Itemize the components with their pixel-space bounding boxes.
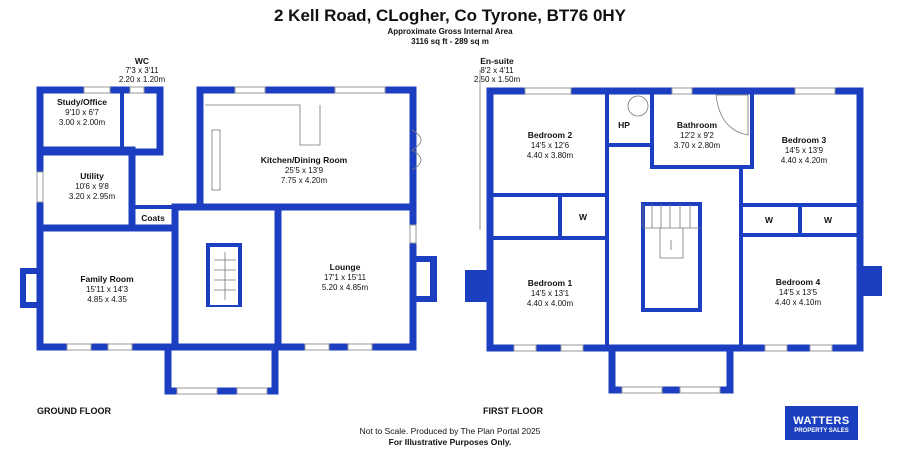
- room-dim: 4.40 x 4.00m: [527, 299, 574, 308]
- first-floor-plan: [465, 70, 882, 394]
- room-dim: 14'5 x 13'9: [785, 146, 824, 155]
- staircase: [211, 129, 221, 191]
- room-name: Bedroom 3: [782, 135, 827, 145]
- room-dim: 4.40 x 4.10m: [775, 298, 822, 307]
- watters-logo: WATTERS PROPERTY SALES: [785, 406, 858, 440]
- disclaimer: Not to Scale. Produced by The Plan Porta…: [359, 426, 541, 436]
- room-name: Bedroom 2: [528, 130, 573, 140]
- cylinder: [627, 95, 649, 117]
- room-dim: 2.50 x 1.50m: [474, 75, 521, 84]
- room-dim: 15'11 x 14'3: [86, 285, 129, 294]
- ground-floor-label: GROUND FLOOR: [37, 406, 111, 416]
- corner-bath: [715, 94, 749, 136]
- room-dim: 3.00 x 2.00m: [59, 118, 106, 127]
- room-dim: 4.40 x 4.20m: [781, 156, 828, 165]
- room-dim: 14'5 x 13'1: [531, 289, 570, 298]
- room-name: En-suite: [480, 56, 514, 66]
- room-dim: 25'5 x 13'9: [285, 166, 324, 175]
- wardrobe-label: W: [765, 215, 774, 225]
- room-dim: 2.20 x 1.20m: [119, 75, 166, 84]
- stairwell: [641, 202, 702, 312]
- room-name: Bedroom 1: [528, 278, 573, 288]
- room-dim: 17'1 x 15'11: [324, 273, 367, 282]
- wardrobe-label: W: [579, 212, 588, 222]
- room-dim: 4.85 x 4.35: [87, 295, 127, 304]
- room-name: Coats: [141, 213, 165, 223]
- room-name: Family Room: [80, 274, 134, 284]
- room-dim: 8'2 x 4'11: [480, 66, 514, 75]
- disclaimer-bold: For Illustrative Purposes Only.: [388, 437, 512, 447]
- first-floor-labels: En-suite 8'2 x 4'11 2.50 x 1.50m Bedroom…: [474, 56, 833, 308]
- area-value: 3116 sq ft - 289 sq m: [411, 37, 489, 46]
- logo-name: WATTERS: [793, 415, 850, 427]
- ground-floor-plan: [20, 86, 437, 395]
- room-name: Bathroom: [677, 120, 718, 130]
- room-dim: 3.70 x 2.80m: [674, 141, 721, 150]
- room-dim: 7.75 x 4.20m: [281, 176, 328, 185]
- room-name: WC: [135, 56, 149, 66]
- room-dim: 14'5 x 12'6: [531, 141, 570, 150]
- room-name: Utility: [80, 171, 104, 181]
- ground-floor-labels: WC 7'3 x 3'11 2.20 x 1.20m Study/Office …: [57, 56, 368, 304]
- room-dim: 4.40 x 3.80m: [527, 151, 574, 160]
- room-dim: 12'2 x 9'2: [680, 131, 714, 140]
- french-doors: [411, 129, 422, 171]
- kitchen-counter: [205, 104, 321, 146]
- room-dim: 10'6 x 9'8: [75, 182, 109, 191]
- room-name: Bedroom 4: [776, 277, 821, 287]
- room-name: Lounge: [330, 262, 361, 272]
- room-name: Kitchen/Dining Room: [261, 155, 348, 165]
- room-dim: 9'10 x 6'7: [65, 108, 99, 117]
- room-dim: 3.20 x 2.95m: [69, 192, 116, 201]
- chimney: [465, 270, 490, 302]
- room-name: HP: [618, 120, 630, 130]
- room-dim: 14'5 x 13'5: [779, 288, 818, 297]
- area-subtitle: Approximate Gross Internal Area: [387, 27, 513, 36]
- wardrobe-label: W: [824, 215, 833, 225]
- room-dim: 5.20 x 4.85m: [322, 283, 369, 292]
- logo-tagline: PROPERTY SALES: [794, 428, 849, 434]
- plan-title: 2 Kell Road, CLogher, Co Tyrone, BT76 0H…: [273, 6, 627, 25]
- first-floor-label: FIRST FLOOR: [483, 406, 543, 416]
- room-dim: 7'3 x 3'11: [125, 66, 159, 75]
- room-name: Study/Office: [57, 97, 107, 107]
